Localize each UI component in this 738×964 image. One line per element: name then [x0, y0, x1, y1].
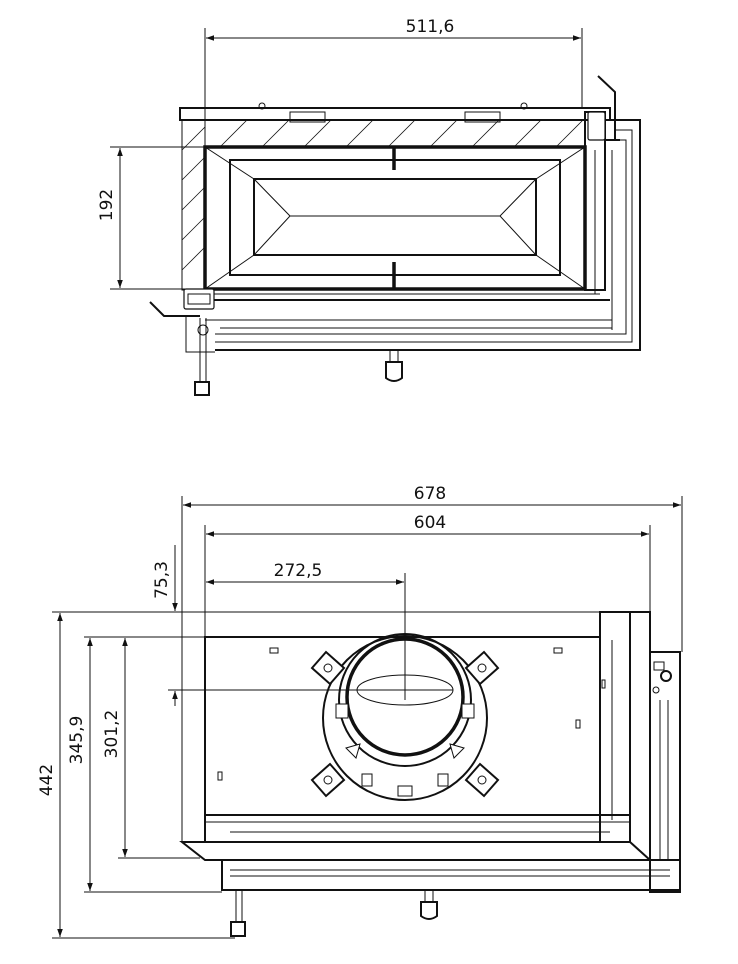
- top-body: [149, 75, 641, 396]
- dimension-total-width: 678: [181, 484, 683, 842]
- dimension-center-offset: 272,5: [206, 561, 406, 700]
- dimension-flue-depth: 75,3: [152, 545, 630, 706]
- front-view: 678 604 272,5 75,3: [37, 484, 683, 939]
- flue-collar: [310, 633, 500, 801]
- dim-label-442: 442: [37, 764, 57, 796]
- dimension-depth-1: 345,9: [67, 636, 222, 893]
- front-body: [179, 611, 681, 937]
- dimension-inner-width: 604: [204, 513, 651, 640]
- top-view: 511,6 192: [97, 17, 641, 396]
- dimension-total-depth: 442: [37, 611, 235, 939]
- dimension-top-height: 192: [97, 146, 205, 290]
- dim-label-75: 75,3: [152, 561, 172, 599]
- dim-label-272: 272,5: [274, 561, 323, 581]
- dimension-depth-2: 301,2: [102, 636, 205, 859]
- dimension-top-width: 511,6: [204, 17, 583, 148]
- dim-label-301: 301,2: [102, 710, 122, 759]
- dim-label-192: 192: [97, 189, 117, 221]
- dim-label-678: 678: [414, 484, 446, 504]
- dim-label-345: 345,9: [67, 716, 87, 765]
- dim-label-511: 511,6: [406, 17, 455, 37]
- dim-label-604: 604: [414, 513, 446, 533]
